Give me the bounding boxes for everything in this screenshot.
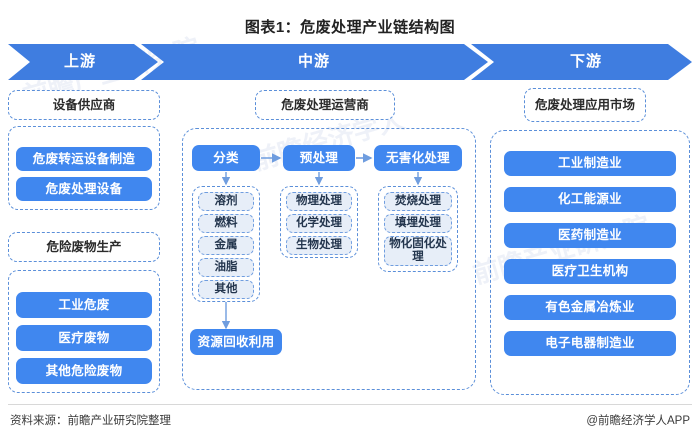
midstream-stage-classification[interactable]: 分类 (192, 145, 260, 171)
midstream-harmless-panel (378, 186, 458, 272)
upstream-equipment-header: 设备供应商 (8, 90, 160, 120)
midstream-classification-panel (192, 186, 260, 302)
classification-item[interactable]: 燃料 (198, 214, 254, 233)
banner-label-downstream: 下游 (569, 53, 602, 70)
downstream-item[interactable]: 有色金属冶炼业 (504, 295, 676, 320)
credit-note: @前瞻经济学人APP (586, 415, 690, 427)
upstream-generation-panel (8, 270, 160, 393)
midstream-stage-pretreatment[interactable]: 预处理 (283, 145, 355, 171)
downstream-item[interactable]: 医药制造业 (504, 223, 676, 248)
footer-divider (8, 404, 692, 405)
banner-arrows-shape (8, 44, 692, 80)
banner-label-midstream: 中游 (297, 53, 330, 70)
upstream-generation-header: 危险废物生产 (8, 232, 160, 262)
harmless-item[interactable]: 物化固化处理 (384, 236, 452, 266)
upstream-generation-item[interactable]: 其他危险废物 (16, 358, 152, 384)
downstream-item[interactable]: 医疗卫生机构 (504, 259, 676, 284)
midstream-pretreatment-panel (280, 186, 358, 258)
downstream-item[interactable]: 化工能源业 (504, 187, 676, 212)
upstream-generation-item[interactable]: 医疗废物 (16, 325, 152, 351)
page-title: 图表1：危废处理产业链结构图 (244, 19, 456, 36)
midstream-header: 危废处理运营商 (255, 90, 395, 120)
upstream-equipment-panel (8, 126, 160, 210)
harmless-item[interactable]: 焚烧处理 (384, 192, 452, 211)
classification-item[interactable]: 其他 (198, 280, 254, 299)
midstream-panel (182, 128, 476, 390)
midstream-recycle-box[interactable]: 资源回收利用 (190, 329, 282, 355)
classification-item[interactable]: 油脂 (198, 258, 254, 277)
midstream-stage-harmless[interactable]: 无害化处理 (374, 145, 462, 171)
classification-item[interactable]: 溶剂 (198, 192, 254, 211)
banner-label-upstream: 上游 (63, 53, 96, 70)
downstream-header: 危废处理应用市场 (524, 88, 646, 122)
classification-item[interactable]: 金属 (198, 236, 254, 255)
downstream-item[interactable]: 电子电器制造业 (504, 331, 676, 356)
upstream-equipment-item[interactable]: 危废转运设备制造 (16, 147, 152, 171)
value-chain-banner: 上游 中游 下游 (8, 44, 692, 80)
pretreatment-item[interactable]: 生物处理 (286, 236, 352, 255)
source-note: 资料来源：前瞻产业研究院整理 (10, 415, 171, 427)
harmless-item[interactable]: 填埋处理 (384, 214, 452, 233)
upstream-generation-item[interactable]: 工业危废 (16, 292, 152, 318)
pretreatment-item[interactable]: 物理处理 (286, 192, 352, 211)
pretreatment-item[interactable]: 化学处理 (286, 214, 352, 233)
downstream-panel (490, 130, 690, 395)
upstream-equipment-item[interactable]: 危废处理设备 (16, 177, 152, 201)
downstream-item[interactable]: 工业制造业 (504, 151, 676, 176)
